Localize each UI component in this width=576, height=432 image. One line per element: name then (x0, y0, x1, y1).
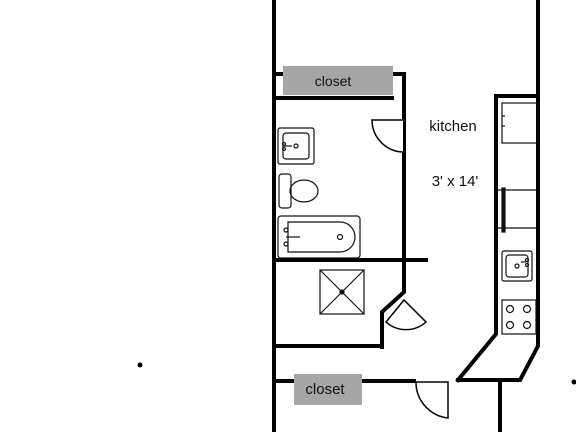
closet-bottom-label: closet (305, 381, 345, 398)
kitchen-dimensions: 3' x 14' (432, 173, 479, 190)
dot-marker-right (571, 379, 576, 385)
closet-top-label: closet (315, 73, 352, 89)
kitchen-counter (498, 187, 536, 233)
door-shower (384, 298, 428, 331)
wall-kitchen-inner (455, 94, 498, 383)
wall-kitchen-outer (494, 94, 540, 100)
stove (501, 299, 537, 335)
closet-bottom-shelf (294, 374, 362, 405)
kitchen-cabinet (501, 102, 539, 144)
toilet (278, 173, 319, 209)
wall-kitchen-right (498, 94, 540, 382)
kitchen: kitchen 3' x 14' (429, 118, 478, 190)
closet-top-shelf (283, 66, 393, 95)
closet-bottom: closet (294, 374, 362, 405)
walls (272, 0, 540, 432)
kitchen-label: kitchen (429, 118, 477, 135)
shower (319, 269, 365, 315)
wall-bath-divider (380, 72, 406, 349)
door-bottom (415, 381, 449, 419)
closet-top: closet (283, 66, 393, 95)
bathtub (277, 215, 361, 259)
door-bathroom (371, 119, 405, 153)
sink-kitchen (501, 250, 533, 282)
dot-marker-left (137, 362, 143, 368)
sink-bathroom (277, 127, 315, 165)
